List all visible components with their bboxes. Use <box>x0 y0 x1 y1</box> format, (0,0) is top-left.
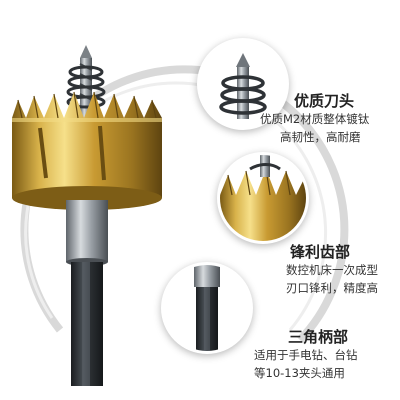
hex-shank-icon <box>71 262 103 386</box>
feature-title: 优质刀头 <box>294 92 355 110</box>
feature-line: 数控机床一次成型 <box>286 263 378 277</box>
saw-teeth-icon <box>220 155 306 241</box>
spring-icon <box>66 65 106 109</box>
feature-title: 锋利齿部 <box>290 243 351 261</box>
feature-hex-shank: 三角柄部 适用于手电钻、台钻 等10-13夹头通用 <box>238 328 388 382</box>
center-drill-bit-icon <box>200 41 286 127</box>
callout-hex-shank <box>161 262 253 354</box>
callout-cutter-head <box>197 38 289 130</box>
hex-shank-icon <box>164 265 250 351</box>
decorative-rings <box>20 65 349 343</box>
feature-line: 刃口锋利，精度高 <box>286 281 378 295</box>
feature-line: 优质M2材质整体镀钛 <box>260 112 370 126</box>
feature-line: 适用于手电钻、台钻 <box>254 348 358 362</box>
cutter-body <box>12 91 162 210</box>
feature-line: 等10-13夹头通用 <box>254 366 345 380</box>
feature-cutter-head: 优质刀头 优质M2材质整体镀钛 高韧性，高耐磨 <box>260 92 398 146</box>
feature-title: 三角柄部 <box>288 328 349 346</box>
steel-shank <box>66 200 108 266</box>
feature-saw-teeth: 锋利齿部 数控机床一次成型 刃口锋利，精度高 <box>286 243 398 297</box>
callout-saw-teeth <box>217 152 309 244</box>
feature-line: 高韧性，高耐磨 <box>280 130 361 144</box>
